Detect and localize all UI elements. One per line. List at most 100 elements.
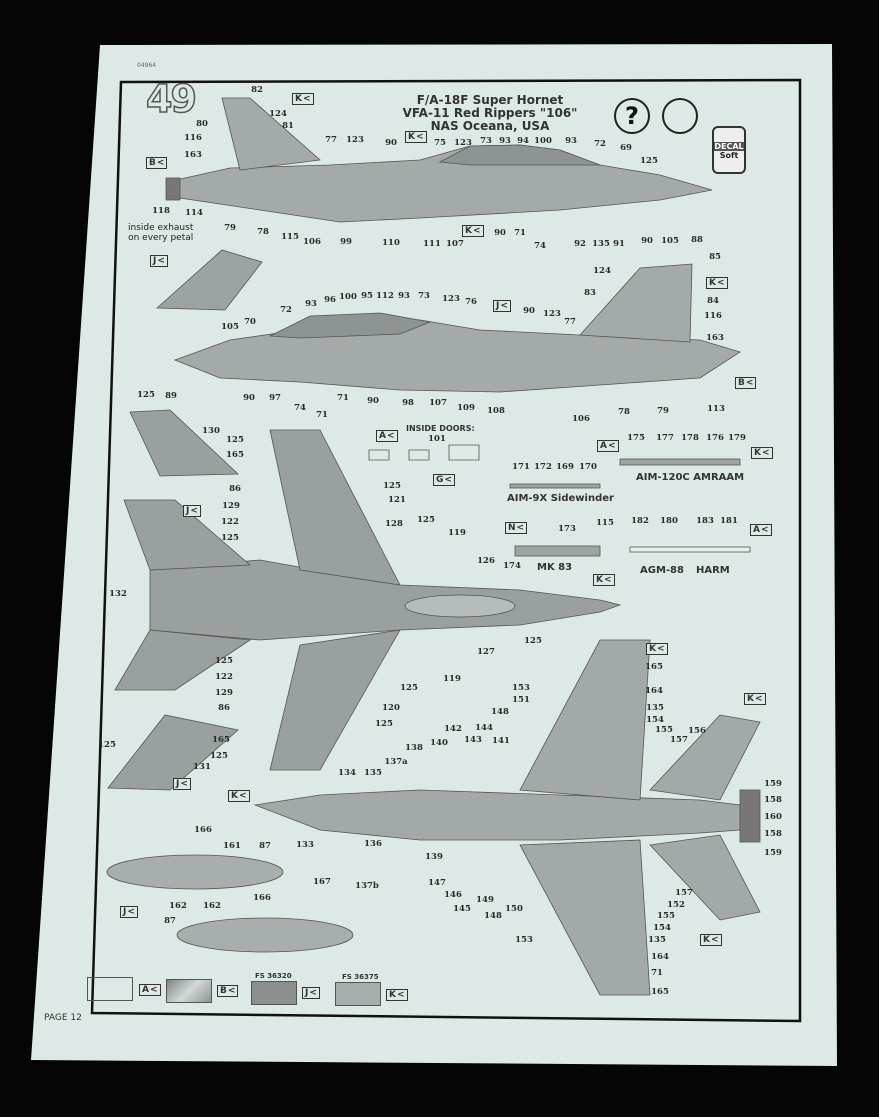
part-callout-side-view-1: 116 <box>184 133 202 143</box>
part-callout-side-view-2: 96 <box>324 295 336 305</box>
part-callout-top-view: 140 <box>430 738 448 748</box>
part-callout-side-view-1: 93 <box>565 136 577 146</box>
color-tag: K <box>751 447 773 459</box>
part-callout-side-view-2: 95 <box>361 291 373 301</box>
part-callout-top-view: 164 <box>651 952 669 962</box>
part-callout-underside-view: 129 <box>215 688 233 698</box>
part-callout-top-view: 162 <box>203 901 221 911</box>
part-callout-top-view: 134 <box>338 768 356 778</box>
part-callout-top-view: 146 <box>444 890 462 900</box>
part-callout-side-view-1: 99 <box>340 237 352 247</box>
part-callout-side-view-1: 91 <box>613 239 625 249</box>
color-tag: B <box>735 377 757 389</box>
underside-view <box>107 409 622 791</box>
part-callout-side-view-1: 118 <box>152 206 170 216</box>
part-callout-side-view-1: 71 <box>514 228 526 238</box>
part-callout-underside-view: 122 <box>221 517 239 527</box>
part-callout-side-view-2: 89 <box>165 391 177 401</box>
part-callout-underside-view: 126 <box>477 556 495 566</box>
part-callout-top-view: 135 <box>364 768 382 778</box>
part-callout-underside-view: 132 <box>109 589 127 599</box>
part-callout-side-view-2: 77 <box>564 317 576 327</box>
part-callout-side-view-1: 69 <box>620 143 632 153</box>
part-callout-side-view-2: 71 <box>337 393 349 403</box>
part-callout-side-view-2: 105 <box>221 322 239 332</box>
part-callout-side-view-2: 74 <box>294 403 306 413</box>
note-line: on every petal <box>128 233 194 243</box>
swatch-b <box>166 979 212 1003</box>
part-callout-side-view-1: 90 <box>385 138 397 148</box>
part-callout-side-view-1: 90 <box>494 228 506 238</box>
color-tag: N <box>505 522 528 534</box>
part-callout-underside-view: 130 <box>202 426 220 436</box>
decal-soft-icon: DECAL Soft <box>712 126 746 174</box>
part-callout-top-view: 148 <box>484 911 502 921</box>
part-callout-side-view-2: 123 <box>442 294 460 304</box>
part-callout-side-view-1: 105 <box>661 236 679 246</box>
tag-b: B <box>217 985 239 997</box>
part-callout-top-view: 157 <box>670 735 688 745</box>
part-callout-top-view: 143 <box>464 735 482 745</box>
part-callout-top-view: 148 <box>491 707 509 717</box>
part-callout-top-view: 135 <box>646 703 664 713</box>
part-callout-underside-view: 125 <box>524 636 542 646</box>
part-callout-top-view: 162 <box>169 901 187 911</box>
color-tag: J <box>493 300 511 312</box>
part-callout-side-view-1: 73 <box>480 136 492 146</box>
side-view-right <box>173 263 741 393</box>
swatch-j <box>251 981 297 1005</box>
part-callout-top-view: 147 <box>428 878 446 888</box>
part-callout-side-view-2: 78 <box>618 407 630 417</box>
color-tag: K <box>405 131 427 143</box>
part-callout-side-view-2: 93 <box>398 291 410 301</box>
soft-label: Soft <box>719 151 739 160</box>
part-callout-ordnance: 172 <box>534 462 552 472</box>
part-callout-side-view-1: 94 <box>517 136 529 146</box>
color-tag: J <box>150 255 168 267</box>
fin-detail <box>155 249 263 311</box>
color-tag: A <box>376 430 398 442</box>
tag-a: A <box>139 984 161 996</box>
part-callout-ordnance: 169 <box>556 462 574 472</box>
title-line: VFA-11 Red Rippers "106" <box>402 106 578 120</box>
part-callout-side-view-1: 123 <box>346 135 364 145</box>
part-callout-side-view-1: 82 <box>251 85 263 95</box>
part-callout-top-view: 161 <box>223 841 241 851</box>
part-callout-underside-view: 125 <box>98 740 116 750</box>
glue-icon <box>662 98 698 134</box>
part-callout-side-view-2: 100 <box>339 292 357 302</box>
ordnance-drawings <box>368 444 751 557</box>
tag-j: J <box>302 987 320 999</box>
part-callout-underside-view: 125 <box>215 656 233 666</box>
part-callout-ordnance: 171 <box>512 462 530 472</box>
part-callout-top-view: 164 <box>645 686 663 696</box>
part-callout-ordnance: 174 <box>503 561 521 571</box>
page-title: F/A-18F Super Hornet VFA-11 Red Rippers … <box>360 94 620 133</box>
part-callout-top-view: 157 <box>675 888 693 898</box>
part-callout-top-view: 166 <box>194 825 212 835</box>
part-callout-ordnance: 179 <box>728 433 746 443</box>
part-callout-top-view: 153 <box>512 683 530 693</box>
part-callout-top-view: 160 <box>764 812 782 822</box>
part-callout-side-view-1: 90 <box>641 236 653 246</box>
part-callout-ordnance: 176 <box>706 433 724 443</box>
part-callout-top-view: 136 <box>364 839 382 849</box>
part-callout-top-view: 87 <box>259 841 271 851</box>
part-callout-side-view-2: 97 <box>269 393 281 403</box>
color-tag: A <box>750 524 772 536</box>
part-callout-underside-view: 131 <box>193 762 211 772</box>
part-callout-underside-view: 125 <box>417 515 435 525</box>
part-callout-top-view: 149 <box>476 895 494 905</box>
harm-label: HARM <box>696 565 730 576</box>
part-callout-top-view: 155 <box>655 725 673 735</box>
top-view <box>253 639 761 996</box>
color-tag: K <box>706 277 728 289</box>
part-callout-underside-view: 119 <box>443 674 461 684</box>
part-callout-ordnance: 115 <box>596 518 614 528</box>
part-callout-ordnance: 177 <box>656 433 674 443</box>
part-callout-underside-view: 129 <box>222 501 240 511</box>
part-callout-ordnance: 101 <box>428 434 446 444</box>
part-callout-side-view-2: 93 <box>305 299 317 309</box>
part-callout-side-view-2: 73 <box>418 291 430 301</box>
